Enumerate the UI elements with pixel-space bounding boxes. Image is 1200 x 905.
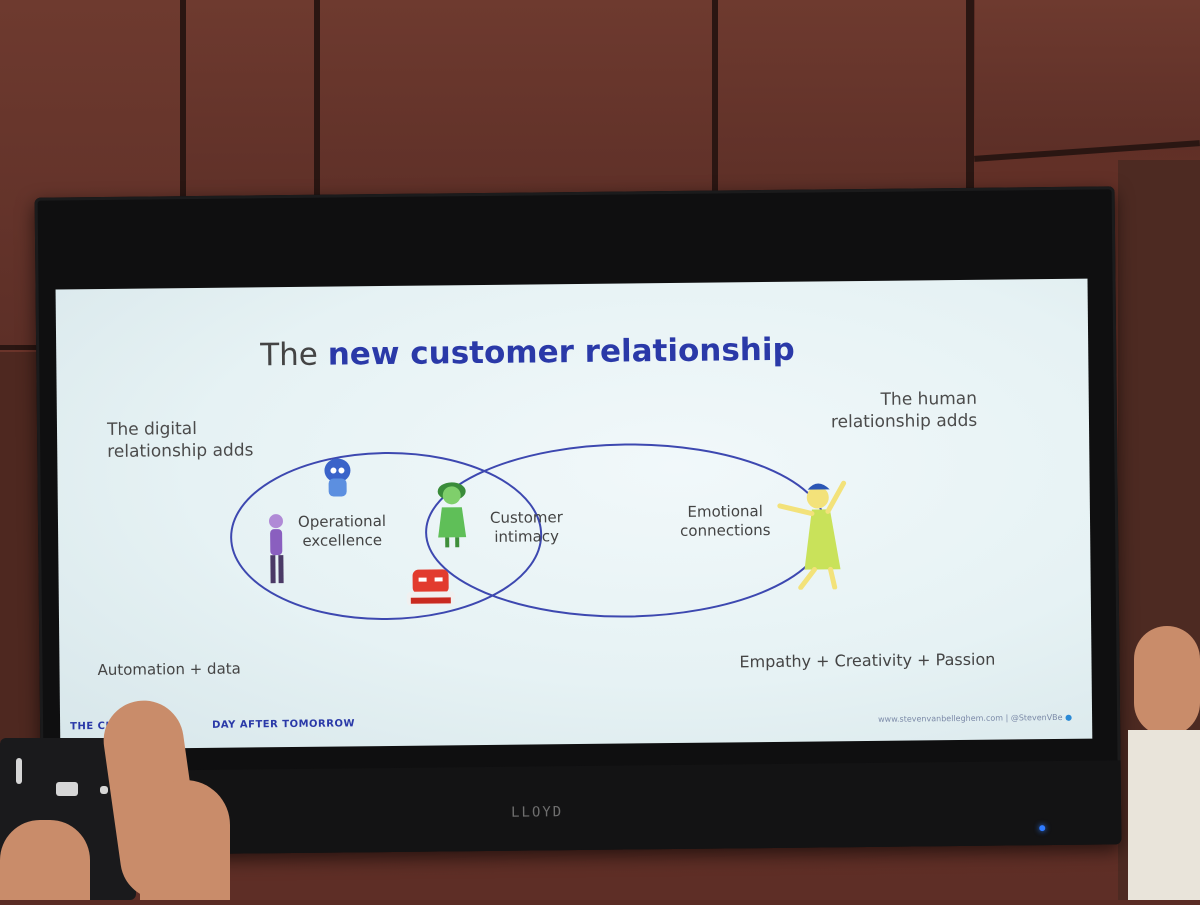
- human-label-line2: relationship adds: [830, 410, 978, 433]
- disgust-character: [437, 482, 467, 548]
- wall-seam-1: [180, 0, 186, 240]
- right-hand: [1134, 626, 1200, 736]
- wall-seam-4: [966, 0, 974, 200]
- bottom-right-caption: Empathy + Creativity + Passion: [739, 649, 996, 672]
- phone-button-3: [100, 786, 108, 794]
- footer-url: www.stevenvanbelleghem.com | @StevenVBe: [878, 712, 1063, 724]
- sadness-character: [324, 458, 351, 497]
- wall-lower-left: [0, 352, 42, 742]
- wall-panel-4: [718, 0, 966, 205]
- right-sleeve: [1128, 730, 1200, 900]
- wall-seam-3: [712, 0, 718, 210]
- phone-button-2: [16, 758, 22, 784]
- phone-button-1: [56, 782, 78, 796]
- title-highlight: new customer relationship: [327, 331, 795, 373]
- fear-character: [268, 514, 284, 584]
- title-prefix: The: [260, 336, 319, 374]
- digital-label-line1: The digital: [106, 418, 197, 440]
- venn-center-line1: Customer: [489, 508, 563, 527]
- anger-character: [406, 569, 455, 606]
- footer-right: www.stevenvanbelleghem.com | @StevenVBe …: [878, 713, 1072, 724]
- power-led-icon: [1039, 825, 1046, 832]
- venn-left-line1: Operational: [297, 512, 387, 531]
- slide-screen: The new customer relationship The digita…: [55, 278, 1093, 750]
- venn-right-line2: connections: [680, 520, 771, 540]
- joy-character: [777, 480, 847, 590]
- footer-left-part2: DAY AFTER TOMORROW: [211, 718, 356, 731]
- wall-panel-3: [320, 0, 712, 225]
- wall-seam-2: [314, 0, 320, 230]
- venn-right-text: Emotional connections: [680, 502, 771, 541]
- hand-thumb: [0, 820, 90, 900]
- venn-left-circle: [230, 451, 543, 621]
- television: The new customer relationship The digita…: [34, 186, 1122, 856]
- venn-center-line2: intimacy: [494, 527, 560, 546]
- wall-panel-2: [186, 0, 314, 230]
- wall-panel-5: [975, 0, 1200, 150]
- venn-right-line1: Emotional: [687, 502, 763, 521]
- wall-seam-6: [0, 345, 60, 350]
- venn-left-line2: excellence: [302, 531, 383, 550]
- hand-palm: [140, 780, 230, 900]
- human-label-line1: The human: [880, 388, 978, 410]
- twitter-icon: ●: [1065, 712, 1073, 722]
- bottom-left-caption: Automation + data: [97, 659, 241, 680]
- tv-brand: LLOYD: [510, 804, 564, 821]
- slide-title: The new customer relationship: [260, 332, 795, 374]
- venn-left-text: Operational excellence: [298, 512, 386, 551]
- human-label: The human relationship adds: [831, 388, 978, 434]
- venn-center-text: Customer intimacy: [490, 508, 563, 547]
